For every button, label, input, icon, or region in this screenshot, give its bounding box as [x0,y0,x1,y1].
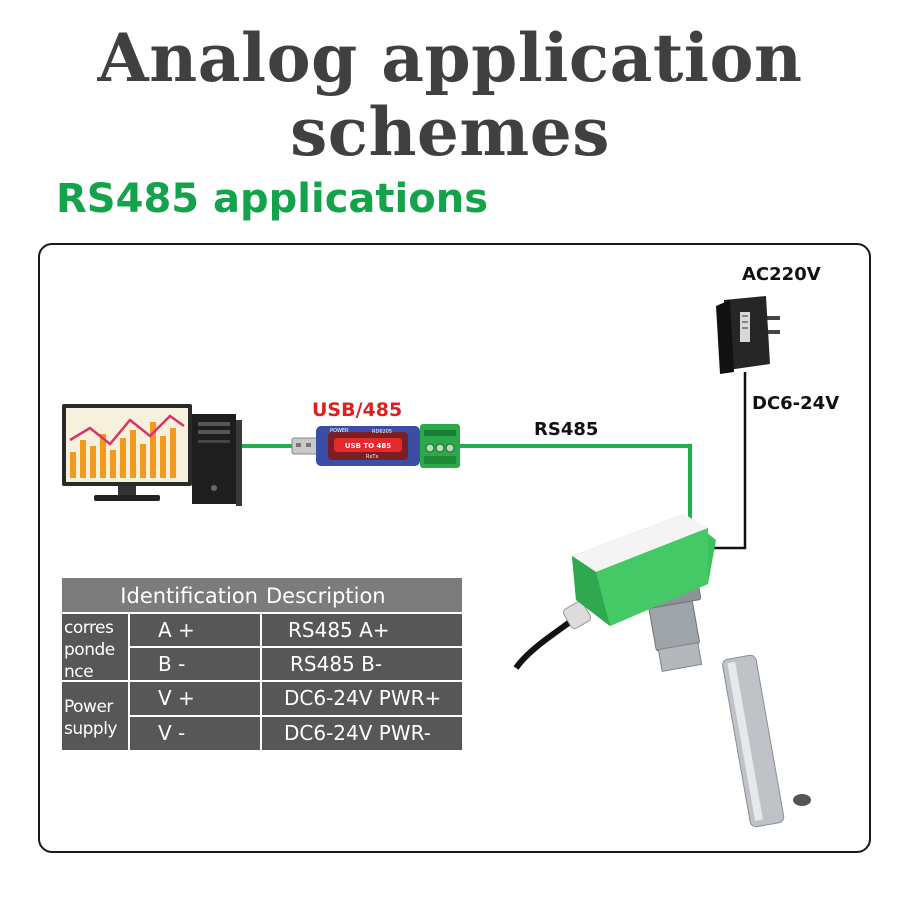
rs485-label: RS485 [534,419,599,440]
converter-power-text: POWER [330,428,349,434]
diagram-frame [38,243,871,853]
ac220v-label: AC220V [742,264,821,285]
power-adapter-icon [716,296,780,374]
table-group-power-supply: Power supply [62,682,128,750]
table-row-desc: RS485 B- [262,648,462,680]
table-row-id: B - [130,648,260,680]
usb485-label: USB/485 [312,399,403,421]
section-subtitle: RS485 applications [56,176,489,222]
table-row-id: V + [130,682,260,715]
table-header-description: Description [262,578,462,612]
table-row-desc: RS485 A+ [262,614,462,646]
table-row-desc: DC6-24V PWR+ [262,682,462,715]
table-group-correspondence: corres ponde nce [62,614,128,682]
converter-sub-text: RxTx [366,454,378,460]
usb-485-converter-icon: USB TO 485 POWER RD6205 RxTx [291,424,460,468]
converter-face-text: USB TO 485 [345,442,391,450]
rs485-wire [232,444,692,520]
table-row-id: A + [130,614,260,646]
computer-monitor-icon [62,404,192,501]
table-row-id: V - [130,717,260,750]
sensor-probe-icon [513,514,811,828]
converter-model-text: RD6205 [372,429,392,435]
power-wire [712,372,747,550]
pc-tower-icon [192,414,242,506]
table-header-identification: Identification [62,578,262,612]
page-title: Analog application [97,19,803,97]
table-row-desc: DC6-24V PWR- [262,717,462,750]
dc-voltage-label: DC6-24V [752,393,840,414]
page-title-line-2: schemes [290,93,610,171]
